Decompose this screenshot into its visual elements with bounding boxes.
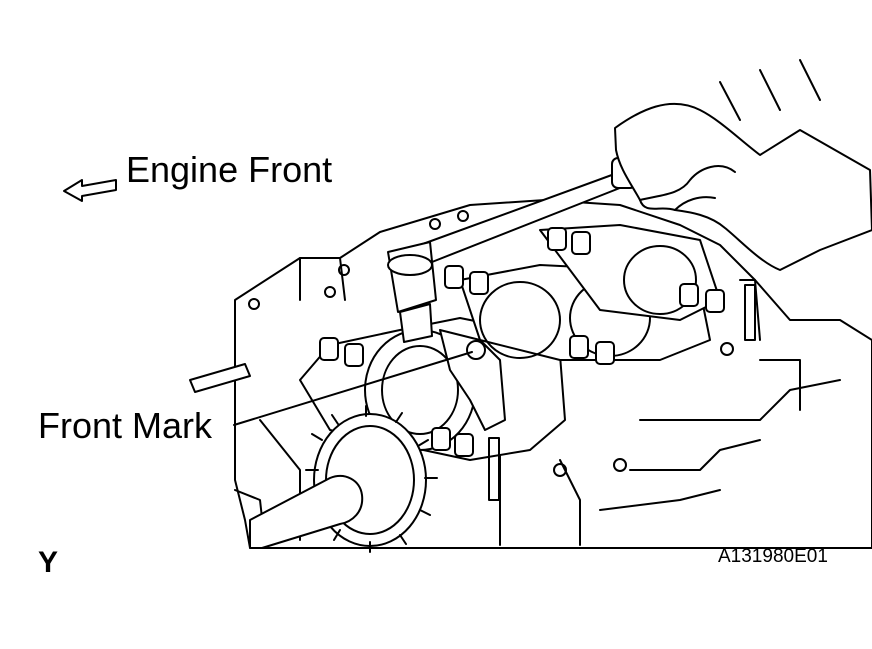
front-mark-label: Front Mark [38,405,213,446]
hand [614,59,872,271]
engine-front-label: Engine Front [126,149,333,190]
timing-sprocket [189,363,438,553]
view-code-label: Y [38,546,59,579]
torque-wrench [387,157,637,343]
engine-front-arrow-icon [63,179,117,202]
figure-id-label: A131980E01 [718,546,828,567]
front-mark-leader-line [233,351,473,426]
